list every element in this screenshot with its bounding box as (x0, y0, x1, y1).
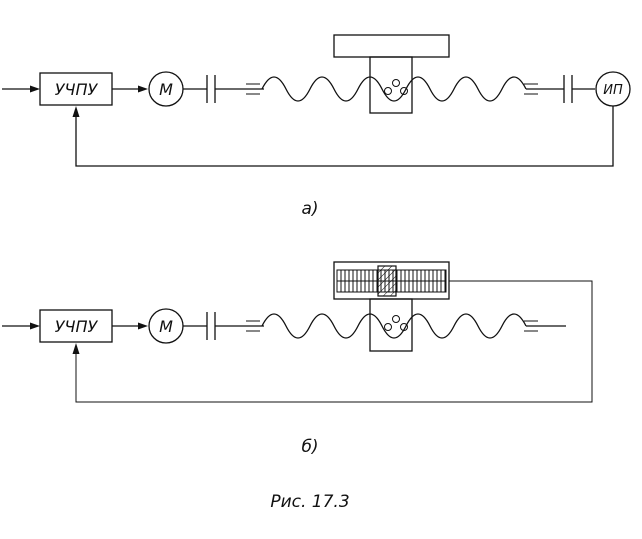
coupling (183, 75, 264, 103)
controller-label: УЧПУ (55, 317, 99, 336)
carriage (369, 298, 413, 352)
feedback-line (72, 106, 614, 167)
carriage (333, 34, 450, 114)
diagram-b-caption: б) (301, 437, 318, 457)
input-arrow (2, 85, 40, 93)
scale-reader-head (377, 265, 397, 297)
linear-scale (333, 261, 450, 300)
diagram-a-caption: а) (301, 199, 318, 219)
diagram-a: УЧПУ М (2, 34, 631, 219)
controller-label: УЧПУ (55, 80, 99, 99)
sensor-label: ИП (603, 83, 623, 98)
right-bearing (524, 320, 566, 332)
sensor-coupling (563, 75, 595, 103)
coupling (183, 312, 264, 340)
lead-screw (261, 313, 527, 339)
controller-to-motor-arrow (112, 322, 148, 330)
feedback-line (72, 280, 593, 403)
figure-caption: Рис. 17.3 (270, 492, 349, 512)
lead-screw (261, 76, 527, 102)
right-bearing (524, 83, 564, 95)
left-bearing (246, 83, 260, 95)
ball-nut (369, 298, 413, 352)
ball-nut (369, 56, 413, 114)
controller-to-motor-arrow (112, 85, 148, 93)
left-bearing (246, 320, 260, 332)
input-arrow (2, 322, 40, 330)
motor-label: М (159, 80, 173, 99)
diagram-b: УЧПУ М (2, 261, 593, 457)
motor-label: М (159, 317, 173, 336)
table-slide (333, 34, 450, 58)
